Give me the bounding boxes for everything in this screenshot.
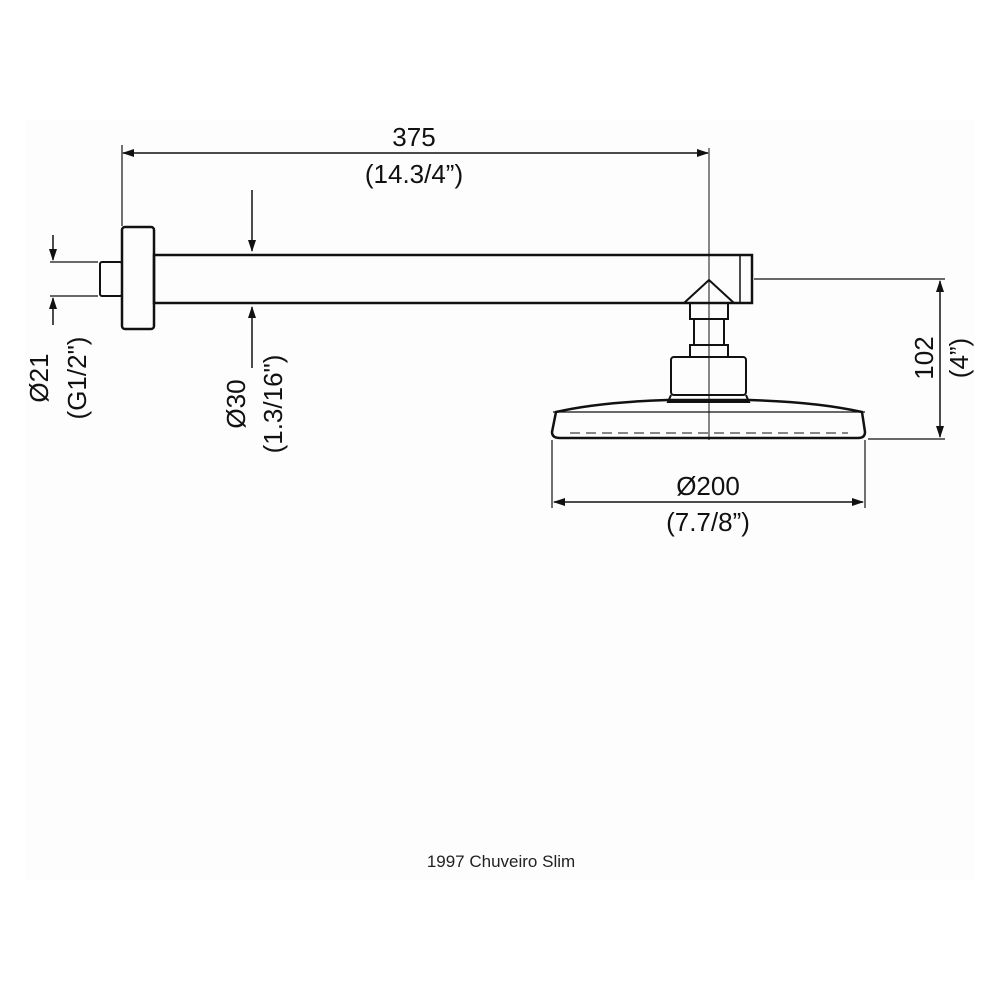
shower-arm xyxy=(152,253,754,305)
drawing-background xyxy=(25,120,975,880)
dimension-arm-diameter: Ø30 (1.3/16") xyxy=(221,190,288,453)
dimension-head-diameter: Ø200 (7.7/8”) xyxy=(551,440,866,537)
length-inch: (14.3/4”) xyxy=(365,159,463,189)
arm-diameter-mm: Ø30 xyxy=(221,379,251,428)
head-diameter-inch: (7.7/8”) xyxy=(666,507,750,537)
shower-disc xyxy=(550,398,867,440)
head-diameter-mm: Ø200 xyxy=(676,471,740,501)
thread-diameter-inch: (G1/2") xyxy=(62,337,92,420)
height-mm: 102 xyxy=(909,336,939,379)
length-mm: 375 xyxy=(392,122,435,152)
thread-diameter-mm: Ø21 xyxy=(24,353,54,402)
shower-arm-assembly xyxy=(99,225,754,331)
product-caption: 1997 Chuveiro Slim xyxy=(427,852,575,871)
dimension-length: 375 (14.3/4”) xyxy=(121,122,709,226)
dimension-thread-diameter: Ø21 (G1/2") xyxy=(24,235,98,419)
height-inch: (4”) xyxy=(944,338,974,378)
dimension-height: 102 (4”) xyxy=(754,278,974,440)
arm-diameter-inch: (1.3/16") xyxy=(258,355,288,454)
